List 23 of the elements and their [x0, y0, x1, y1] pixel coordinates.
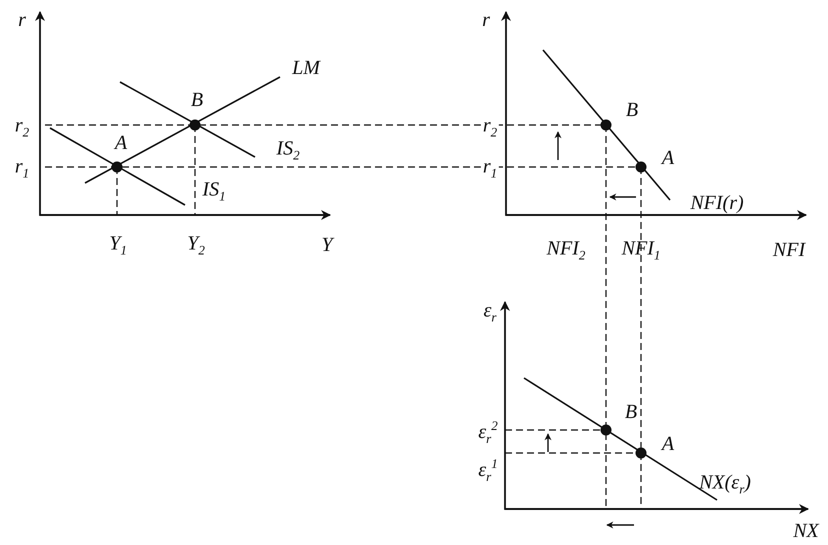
curve-label: NX(ε$_{r}$) — [699, 472, 751, 496]
axis-label: NFI — [772, 240, 806, 260]
axis-label: r — [482, 10, 490, 30]
point-label: B — [624, 402, 638, 422]
point-label: A — [114, 133, 128, 153]
axis-label: Y — [321, 235, 333, 255]
tick-label: NFI$_{1}$ — [622, 238, 660, 262]
curve-label: IS$_{2}$ — [276, 138, 300, 162]
tick-label: NFI$_{2}$ — [546, 238, 586, 262]
point-label: A — [662, 148, 674, 168]
point-label: B — [190, 90, 204, 110]
axis-label: ε$_{r}$ — [484, 300, 496, 324]
point-label: A — [662, 434, 674, 454]
axis-label: NX — [793, 521, 819, 541]
curve-label: IS$_{1}$ — [202, 180, 226, 202]
tick-label: Y$_{1}$ — [109, 234, 127, 256]
axis-label: r — [18, 10, 26, 30]
curve-label: LM — [292, 58, 320, 78]
tick-label: r$_{1}$ — [14, 156, 30, 180]
tick-label: r$_{2}$ — [14, 116, 30, 138]
curve-label: NFI(r) — [690, 193, 744, 213]
tick-label: Y$_{2}$ — [187, 234, 205, 256]
point-label: B — [626, 100, 638, 120]
